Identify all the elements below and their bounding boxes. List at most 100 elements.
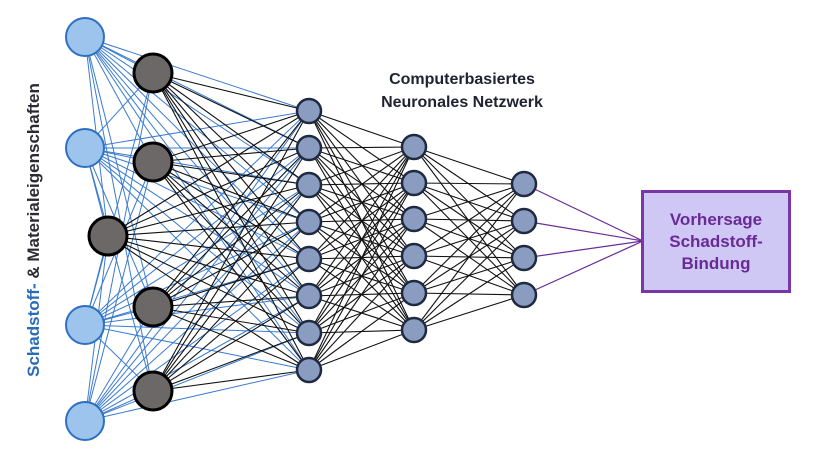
hidden-node bbox=[400, 205, 428, 233]
hidden-connection-line bbox=[107, 147, 310, 237]
feature-node bbox=[132, 286, 174, 328]
output-connection-line bbox=[523, 220, 644, 242]
hidden-connection-line bbox=[152, 306, 310, 371]
input-properties-label: Schadstoff- & Materialeigenschaften bbox=[24, 83, 44, 377]
hidden-connection-line bbox=[413, 146, 525, 185]
hidden-node bbox=[295, 282, 323, 310]
input-connection-line bbox=[84, 369, 310, 422]
hidden-connection-line bbox=[152, 161, 310, 334]
hidden-connection-line bbox=[308, 218, 415, 371]
output-connection-line bbox=[523, 240, 644, 259]
input-connection-line bbox=[84, 36, 154, 392]
hidden-connection-line bbox=[308, 255, 415, 371]
hidden-connection-line bbox=[152, 258, 310, 392]
hidden-connection-line bbox=[152, 221, 310, 392]
hidden-connection-line bbox=[413, 220, 525, 331]
hidden-connection-line bbox=[413, 182, 525, 185]
hidden-connection-line bbox=[152, 369, 310, 392]
hidden-connection-line bbox=[152, 147, 310, 163]
input-connection-line bbox=[84, 295, 310, 326]
input-connection-line bbox=[84, 147, 310, 223]
input-connection-line bbox=[84, 110, 310, 149]
hidden-connection-line bbox=[308, 110, 415, 148]
hidden-connection-line bbox=[152, 161, 310, 186]
hidden-connection-line bbox=[308, 146, 415, 186]
feature-node bbox=[132, 370, 174, 412]
hidden-connection-line bbox=[308, 146, 415, 223]
hidden-connection-line bbox=[152, 184, 310, 392]
input-connection-line bbox=[84, 324, 310, 334]
hidden-node bbox=[295, 134, 323, 162]
hidden-node bbox=[400, 169, 428, 197]
input-connection-line bbox=[84, 36, 154, 308]
feature-node bbox=[87, 215, 129, 257]
hidden-connection-line bbox=[152, 72, 310, 297]
hidden-connection-line bbox=[152, 161, 310, 260]
hidden-connection-line bbox=[308, 182, 415, 371]
hidden-connection-line bbox=[152, 306, 310, 334]
input-connection-line bbox=[84, 306, 154, 422]
input-connection-line bbox=[84, 147, 310, 334]
input-connection-line bbox=[84, 147, 154, 392]
input-node bbox=[65, 401, 105, 441]
hidden-connection-line bbox=[152, 295, 310, 308]
hidden-connection-line bbox=[413, 294, 525, 331]
feature-node bbox=[132, 52, 174, 94]
hidden-node bbox=[400, 279, 428, 307]
hidden-connection-line bbox=[152, 110, 310, 163]
hidden-node bbox=[295, 245, 323, 273]
hidden-connection-line bbox=[413, 183, 525, 257]
hidden-connection-line bbox=[152, 161, 310, 223]
hidden-connection-line bbox=[152, 72, 310, 149]
hidden-connection-line bbox=[107, 221, 310, 237]
side-label-part2: & Materialeigenschaften bbox=[24, 83, 43, 279]
hidden-connection-line bbox=[413, 183, 525, 294]
hidden-node bbox=[295, 97, 323, 125]
hidden-node bbox=[510, 244, 538, 272]
side-label-part1: Schadstoff- bbox=[24, 283, 43, 377]
input-connection-line bbox=[84, 36, 310, 186]
hidden-connection-line bbox=[308, 329, 415, 371]
hidden-node bbox=[295, 356, 323, 384]
input-connection-line bbox=[84, 332, 310, 422]
hidden-connection-line bbox=[152, 110, 310, 308]
input-connection-line bbox=[84, 184, 310, 326]
hidden-connection-line bbox=[107, 235, 310, 297]
feature-node bbox=[132, 141, 174, 183]
hidden-connection-line bbox=[152, 72, 310, 112]
hidden-connection-line bbox=[152, 184, 310, 308]
hidden-node bbox=[295, 319, 323, 347]
input-connection-line bbox=[84, 110, 310, 422]
input-connection-line bbox=[84, 147, 310, 260]
hidden-connection-line bbox=[152, 110, 310, 392]
output-connection-line bbox=[523, 183, 644, 242]
hidden-connection-line bbox=[308, 292, 415, 371]
hidden-connection-line bbox=[308, 146, 415, 260]
output-line3: Bindung bbox=[681, 253, 751, 273]
hidden-connection-line bbox=[152, 72, 310, 223]
hidden-connection-line bbox=[308, 146, 415, 334]
hidden-connection-line bbox=[152, 72, 310, 186]
hidden-node bbox=[510, 281, 538, 309]
hidden-connection-line bbox=[152, 72, 310, 260]
hidden-connection-line bbox=[308, 146, 415, 371]
hidden-connection-line bbox=[152, 161, 310, 371]
hidden-node bbox=[295, 208, 323, 236]
hidden-connection-line bbox=[152, 332, 310, 392]
hidden-connection-line bbox=[152, 72, 310, 334]
hidden-node bbox=[295, 171, 323, 199]
input-connection-line bbox=[84, 324, 310, 371]
input-connection-line bbox=[84, 258, 310, 422]
input-node bbox=[65, 305, 105, 345]
hidden-connection-line bbox=[107, 235, 310, 260]
output-line1: Vorhersage bbox=[669, 209, 763, 229]
input-connection-line bbox=[84, 221, 310, 326]
neuron-nodes bbox=[65, 17, 538, 441]
hidden-connection-line bbox=[413, 257, 525, 331]
hidden-connection-line bbox=[152, 147, 310, 308]
network-title-line2: Neuronales Netzwerk bbox=[381, 94, 543, 111]
input-connection-line bbox=[84, 36, 310, 112]
output-line2: Schadstoff- bbox=[669, 231, 763, 251]
hidden-connection-line bbox=[152, 147, 310, 392]
